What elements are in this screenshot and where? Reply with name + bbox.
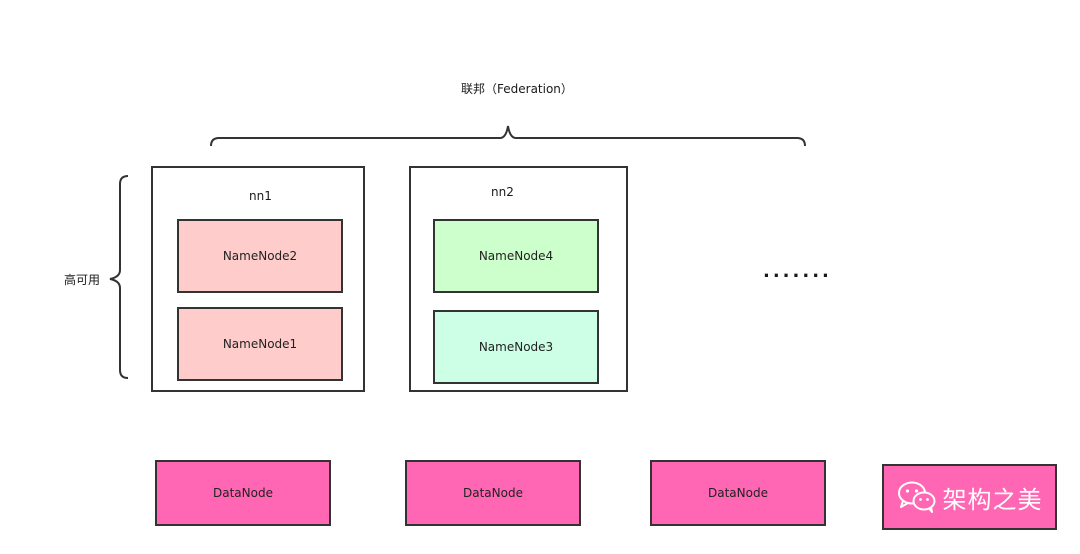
federation-label: 联邦（Federation） — [461, 82, 573, 96]
datanode-box: DataNode — [650, 460, 826, 526]
watermark-text: 架构之美 — [942, 485, 1043, 514]
namenode-label: NameNode3 — [478, 340, 554, 354]
ha-label: 高可用 — [64, 273, 101, 287]
datanode-box: DataNode — [155, 460, 331, 526]
more-namespaces-ellipsis: ....... — [763, 261, 832, 282]
namenode-box: NameNode4 — [433, 219, 599, 293]
namenode-box: NameNode2 — [177, 219, 343, 293]
datanode-label: DataNode — [463, 486, 523, 500]
datanode-box: DataNode — [405, 460, 581, 526]
datanode-label: DataNode — [708, 486, 768, 500]
ha-brace — [109, 175, 129, 379]
namenode-label: NameNode4 — [478, 249, 554, 263]
namenode-label: NameNode1 — [222, 337, 298, 351]
watermark-logo: 架构之美 — [882, 464, 1057, 530]
namenode-box: NameNode3 — [433, 310, 599, 384]
namenode-box: NameNode1 — [177, 307, 343, 381]
federation-brace — [210, 125, 806, 147]
namespace-nn1: nn1 NameNode2 NameNode1 — [151, 166, 365, 392]
namespace-title: nn1 — [249, 189, 272, 203]
datanode-label: DataNode — [213, 486, 273, 500]
namenode-label: NameNode2 — [222, 249, 298, 263]
namespace-nn2: nn2 NameNode4 NameNode3 — [409, 166, 628, 392]
wechat-icon — [897, 481, 935, 513]
namespace-title: nn2 — [491, 185, 514, 199]
